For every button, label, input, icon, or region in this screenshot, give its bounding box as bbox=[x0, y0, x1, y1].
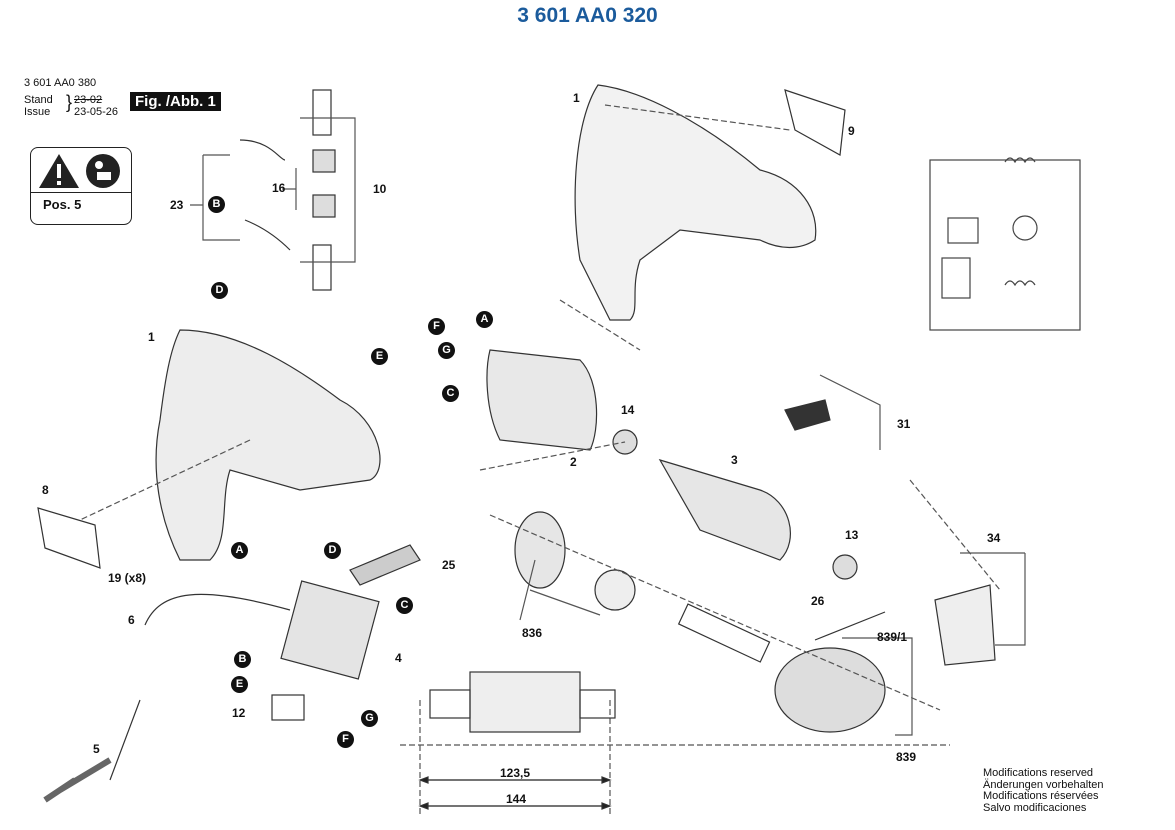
issue-date: 23-05-26 bbox=[74, 106, 119, 118]
part-label: 2 bbox=[570, 455, 577, 469]
dimension-label: 123,5 bbox=[500, 766, 531, 780]
field-stator bbox=[486, 349, 598, 451]
brush-holder bbox=[312, 194, 336, 218]
part-label: 31 bbox=[897, 417, 911, 431]
part-label: 4 bbox=[395, 651, 402, 665]
part-label: 34 bbox=[987, 531, 1001, 545]
part-label: 26 bbox=[811, 594, 825, 608]
brush-plate bbox=[934, 584, 996, 666]
carbon-brush bbox=[312, 244, 332, 291]
connector-callout: G bbox=[361, 710, 378, 727]
housing-half bbox=[574, 84, 817, 321]
label-plate bbox=[37, 507, 101, 569]
chuck-key bbox=[814, 611, 886, 641]
power-cord bbox=[109, 593, 291, 781]
part-label: 1 bbox=[148, 330, 155, 344]
part-label: 1 bbox=[573, 91, 580, 105]
armature-detail bbox=[469, 671, 581, 733]
warning-box: Pos. 5 bbox=[30, 147, 132, 225]
part-label: 836 bbox=[522, 626, 543, 640]
part-label: 10 bbox=[373, 182, 387, 196]
spindle bbox=[677, 603, 771, 663]
old-date: 23-02 bbox=[74, 94, 103, 106]
brush-holder bbox=[312, 149, 336, 173]
part-label: 8 bbox=[42, 483, 49, 497]
dimension-label: 144 bbox=[506, 792, 527, 806]
connector-callout: F bbox=[337, 731, 354, 748]
connector-callout: F bbox=[428, 318, 445, 335]
connector-callout: A bbox=[476, 311, 493, 328]
page-title: 3 601 AA0 320 bbox=[517, 4, 658, 27]
issue-label: Issue bbox=[24, 106, 51, 118]
part-label: 839 bbox=[896, 750, 917, 764]
part-label: 839/1 bbox=[877, 630, 908, 644]
divider bbox=[31, 192, 131, 193]
connector-callout: E bbox=[231, 676, 248, 693]
connector-callout: G bbox=[438, 342, 455, 359]
gear bbox=[514, 511, 566, 589]
pos-label: Pos. 5 bbox=[43, 197, 82, 212]
stand-label: Stand bbox=[24, 94, 53, 106]
note-line: Salvo modificaciones bbox=[983, 801, 1087, 814]
capacitor bbox=[271, 694, 305, 721]
connector-callout: C bbox=[442, 385, 459, 402]
part-label: 19 (x8) bbox=[108, 571, 147, 585]
wiring-schematic bbox=[929, 157, 1081, 331]
modifications-note: Modifications reserved Änderungen vorbeh… bbox=[983, 767, 1104, 814]
warning-triangle-icon bbox=[39, 154, 120, 188]
part-label: 12 bbox=[232, 706, 246, 720]
part-label: 9 bbox=[848, 124, 855, 138]
brace-icon: } bbox=[66, 92, 73, 112]
connector-callout: B bbox=[234, 651, 251, 668]
note-line: Modifications réservées bbox=[983, 790, 1099, 802]
part-label: 6 bbox=[128, 613, 135, 627]
drill-chuck bbox=[774, 647, 886, 733]
switch-button bbox=[784, 399, 831, 431]
bearing-13 bbox=[832, 554, 858, 580]
drill-housing bbox=[155, 329, 381, 561]
switch-cover bbox=[349, 544, 421, 586]
figure-label: Fig. /Abb. 1 bbox=[130, 92, 221, 111]
part-label: 16 bbox=[272, 181, 286, 195]
part-label: 14 bbox=[621, 403, 635, 417]
carbon-brush bbox=[312, 89, 332, 136]
part-label: 5 bbox=[93, 742, 100, 756]
note-line: Änderungen vorbehalten bbox=[983, 778, 1104, 791]
part-label: 25 bbox=[442, 558, 456, 572]
part-label: 13 bbox=[845, 528, 859, 542]
connector-callout: D bbox=[324, 542, 341, 559]
note-line: Modifications reserved bbox=[983, 767, 1094, 779]
connector-callout: B bbox=[208, 196, 225, 213]
armature bbox=[658, 458, 791, 561]
ref-number: 3 601 AA0 380 bbox=[24, 77, 97, 89]
connector-callout: A bbox=[231, 542, 248, 559]
connector-callout: E bbox=[371, 348, 388, 365]
read-manual-icon bbox=[86, 154, 120, 188]
nameplate bbox=[784, 89, 846, 156]
part-label: 23 bbox=[170, 198, 184, 212]
part-label: 3 bbox=[731, 453, 738, 467]
connector-callout: C bbox=[396, 597, 413, 614]
bearing bbox=[594, 569, 636, 611]
switch bbox=[280, 580, 380, 680]
connector-callout: D bbox=[211, 282, 228, 299]
